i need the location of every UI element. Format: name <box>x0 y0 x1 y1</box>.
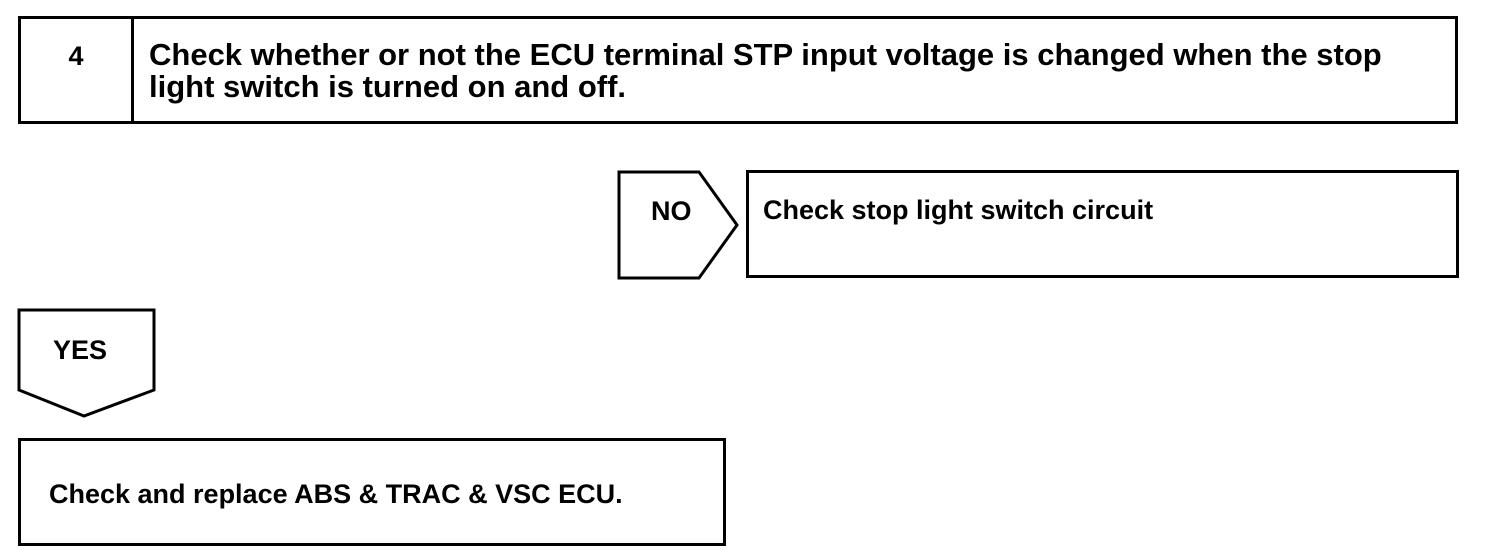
no-result-text: Check stop light switch circuit <box>763 195 1154 225</box>
yes-arrow-label: YES <box>53 335 107 365</box>
no-arrow: NO <box>617 170 739 280</box>
step-box: 4 Check whether or not the ECU terminal … <box>18 16 1458 124</box>
yes-arrow-shape <box>17 308 156 418</box>
no-arrow-shape <box>617 170 739 280</box>
yes-result-text: Check and replace ABS & TRAC & VSC ECU. <box>49 479 623 509</box>
no-arrow-label: NO <box>651 196 692 226</box>
step-number: 4 <box>21 19 134 121</box>
step-question: Check whether or not the ECU terminal ST… <box>149 37 1382 104</box>
yes-result-box: Check and replace ABS & TRAC & VSC ECU. <box>18 438 726 546</box>
yes-arrow: YES <box>17 308 156 418</box>
no-result-box: Check stop light switch circuit <box>746 170 1459 278</box>
